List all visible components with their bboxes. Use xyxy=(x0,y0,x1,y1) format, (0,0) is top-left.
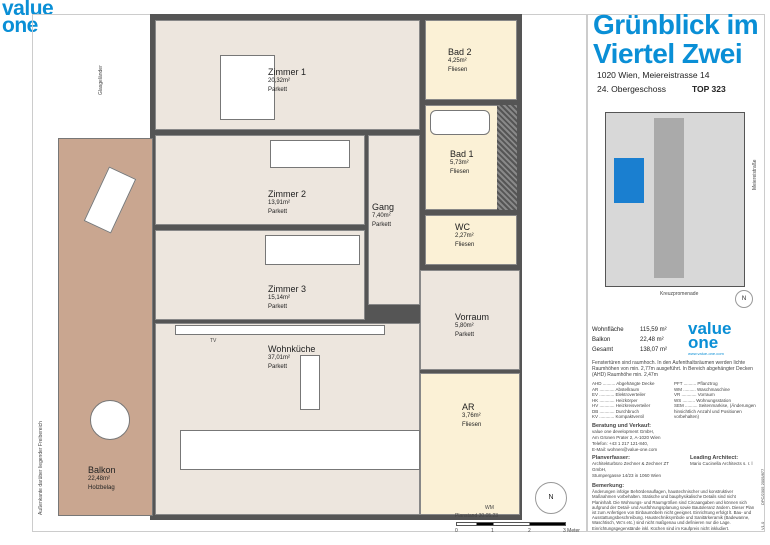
doc-code: DPC/2305 2005/877 xyxy=(760,468,765,505)
brand-url: www.value-one.com xyxy=(688,351,724,356)
kitchen-counter xyxy=(180,430,420,470)
room-vorraum xyxy=(420,270,520,370)
scale-3: 3 Meter xyxy=(563,528,580,534)
bed xyxy=(220,55,275,120)
area-label: Gesamt xyxy=(592,347,614,353)
keyplan-core xyxy=(654,118,684,278)
shaft xyxy=(497,105,517,210)
room-ar xyxy=(420,373,520,515)
street-kreuzpromenade: Kreuzpromenade xyxy=(660,291,699,297)
floor-level: 24. Obergeschoss xyxy=(597,84,666,94)
remarks: Bemerkung: Änderungen infolge Behördenau… xyxy=(592,483,755,531)
dining-table xyxy=(300,355,320,410)
address: 1020 Wien, Meiereistrasse 14 xyxy=(597,70,710,80)
scale-1: 1 xyxy=(491,528,494,534)
bathtub xyxy=(430,110,490,135)
area-label: Wohnfläche xyxy=(592,327,624,333)
area-value: 115,59 m² xyxy=(640,327,667,333)
area-label: Balkon xyxy=(592,337,611,343)
tv-label: TV xyxy=(210,338,217,344)
balcony-table xyxy=(90,400,130,440)
north-arrow-icon: N xyxy=(535,482,567,514)
glass-rail-note: Glasgeländer xyxy=(98,65,104,95)
sales-contact: Beratung und Verkauf: value one developm… xyxy=(592,423,661,452)
area-value: 138,07 m² xyxy=(640,347,668,353)
bed xyxy=(265,235,360,265)
unit-number: TOP 323 xyxy=(692,84,726,94)
version: V1.0 xyxy=(760,521,765,530)
room-gang xyxy=(368,135,420,305)
info-panel xyxy=(587,14,765,532)
wm-label: WM xyxy=(485,505,494,511)
room-wohnkueche xyxy=(155,323,420,515)
balcony-note: Außenkante darüber liegender Freibereich xyxy=(38,421,44,515)
room-zimmer-1 xyxy=(155,20,420,130)
area-summary: Wohnfläche 115,59 m² Balkon 22,48 m² Gesam… xyxy=(592,325,667,355)
room-bad-2 xyxy=(425,20,517,100)
keyplan-north-icon: N xyxy=(735,290,753,308)
scale-2: 2 xyxy=(528,528,531,534)
planner: Planverfasser: Architekturbüro Zechner &… xyxy=(592,455,669,478)
planstand: Planstand 30.05.23 xyxy=(455,513,499,519)
tv-board xyxy=(175,325,385,335)
scale-bar xyxy=(456,522,566,526)
keyplan xyxy=(605,112,745,287)
intro-note: Fenstertüren sind raumhoch. In den Aufen… xyxy=(592,360,753,378)
bed xyxy=(270,140,350,168)
street-meiereistrasse: Meiereistraße xyxy=(752,159,758,190)
keyplan-highlight xyxy=(614,158,644,203)
architect: Leading Architect: Mario Cucinella Archi… xyxy=(690,455,753,466)
scale-0: 0 xyxy=(455,528,458,534)
area-value: 22,48 m² xyxy=(640,337,664,343)
room-wc xyxy=(425,215,517,265)
